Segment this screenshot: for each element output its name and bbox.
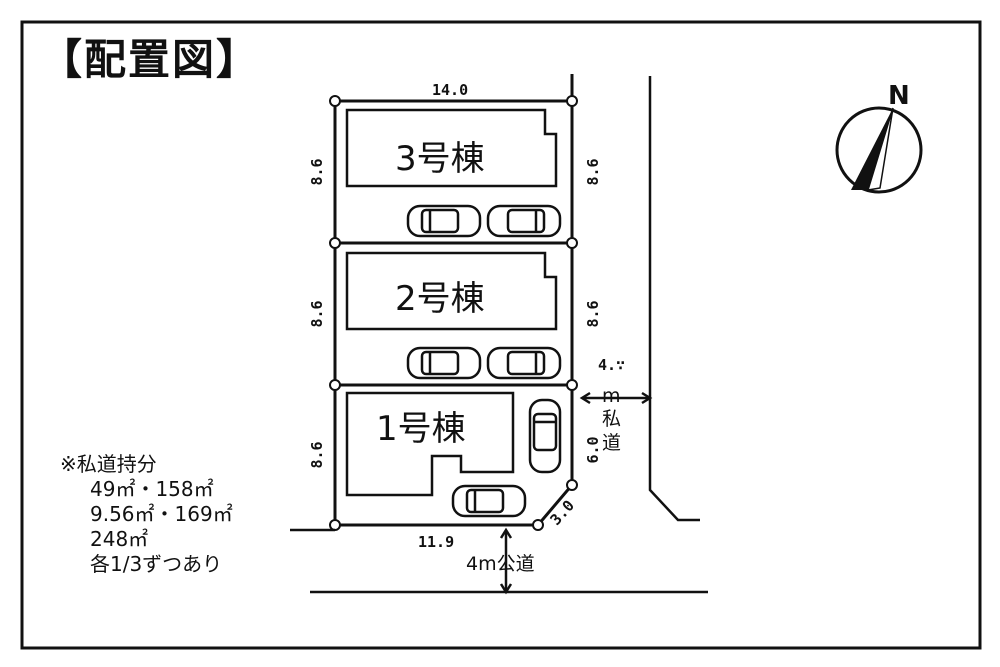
note-line: 248㎡ xyxy=(90,527,149,551)
outer-frame xyxy=(20,20,982,650)
private-road-share-note: ※私道持分 49㎡・158㎡ 9.56㎡・169㎡ 248㎡ 各1/3ずつあり xyxy=(60,452,233,577)
note-line: 9.56㎡・169㎡ xyxy=(90,502,233,526)
building-3-footprint xyxy=(345,108,558,188)
dim-lot3-depth-right: 8.6 xyxy=(584,158,602,185)
private-road-char-1: 私 xyxy=(602,408,621,430)
north-compass: N xyxy=(835,81,923,194)
boundary-markers xyxy=(329,95,578,531)
marker xyxy=(566,237,578,249)
private-road-unit: m xyxy=(602,385,621,407)
dim-bottom-width: 11.9 xyxy=(418,533,454,551)
arrow-head xyxy=(641,391,653,405)
car-icon xyxy=(406,204,482,238)
car-icon xyxy=(406,346,482,380)
car-icon xyxy=(528,398,562,474)
arrow-head xyxy=(499,583,513,595)
marker xyxy=(329,95,341,107)
marker xyxy=(566,479,578,491)
private-road-edge xyxy=(648,76,700,522)
compass-north-label: N xyxy=(888,81,910,111)
compass-needle-light xyxy=(866,107,894,191)
marker xyxy=(329,519,341,531)
building-2-footprint xyxy=(345,251,558,331)
lot-boundaries xyxy=(333,74,574,527)
arrow-head xyxy=(579,391,591,405)
road-lines xyxy=(290,76,708,595)
marker xyxy=(329,237,341,249)
dim-lot3-depth-left: 8.6 xyxy=(308,158,326,185)
arrow-head xyxy=(499,527,513,539)
building-2-label: 2号棟 xyxy=(395,279,485,319)
parking-cars xyxy=(406,204,562,518)
building-footprints xyxy=(345,108,558,497)
dim-lot1-depth-left: 8.6 xyxy=(308,441,326,468)
private-road-char-2: 道 xyxy=(602,432,621,454)
note-line: 各1/3ずつあり xyxy=(90,552,223,576)
note-line: 49㎡・158㎡ xyxy=(90,477,214,501)
car-icon xyxy=(451,484,527,518)
note-heading: ※私道持分 xyxy=(60,452,157,476)
dim-top-width: 14.0 xyxy=(432,81,468,99)
marker xyxy=(329,379,341,391)
site-outline xyxy=(333,99,574,527)
car-icon xyxy=(486,204,562,238)
dim-private-road-depth: 6.0 xyxy=(584,436,602,463)
building-3-label: 3号棟 xyxy=(395,139,485,179)
marker xyxy=(532,519,544,531)
dim-corner-cut: 3.0 xyxy=(547,497,579,529)
diagram-title: 【配置図】 xyxy=(40,35,260,84)
car-icon xyxy=(486,346,562,380)
building-1-footprint xyxy=(345,391,515,497)
marker xyxy=(566,95,578,107)
dim-lot2-depth-left: 8.6 xyxy=(308,300,326,327)
compass-needle-dark xyxy=(851,108,893,190)
marker xyxy=(566,379,578,391)
public-road-label: 4m公道 xyxy=(466,553,535,575)
dim-lot2-depth-right: 8.6 xyxy=(584,300,602,327)
building-1-label: 1号棟 xyxy=(376,409,466,449)
dim-private-road-width: 4.∵ xyxy=(598,356,625,374)
